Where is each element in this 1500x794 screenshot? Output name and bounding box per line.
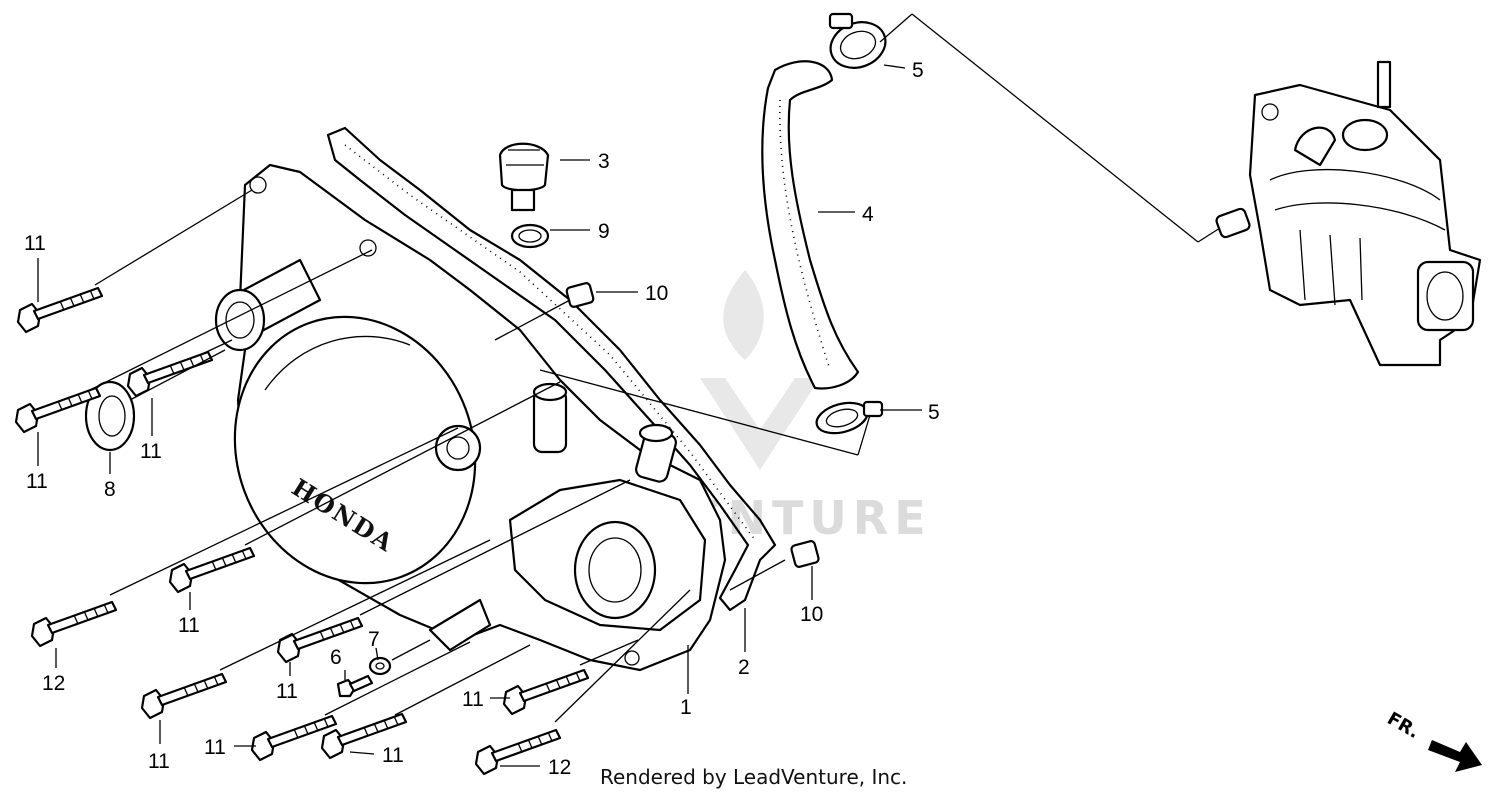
callout-2: 2	[738, 656, 750, 679]
leader-lines	[37, 64, 922, 767]
o-ring[interactable]	[510, 223, 550, 249]
bolt-11a[interactable]	[16, 286, 104, 334]
hose-clamp-upper[interactable]	[824, 12, 892, 75]
front-arrow-label: FR.	[1384, 708, 1423, 743]
gasket[interactable]	[326, 126, 777, 612]
callout-12-a: 12	[42, 672, 65, 695]
callout-9: 9	[598, 220, 610, 243]
clutch-cover[interactable]: HONDA	[198, 163, 727, 672]
small-bolt[interactable]	[336, 674, 374, 698]
callout-11-i: 11	[462, 688, 484, 711]
bolt-12a[interactable]	[30, 600, 118, 648]
bolt-11f[interactable]	[140, 672, 228, 720]
bolt-11i[interactable]	[502, 668, 590, 716]
callout-11-e: 11	[276, 680, 298, 703]
front-arrow-icon	[1428, 740, 1482, 772]
callout-11-a: 11	[24, 232, 46, 255]
callout-5-lower: 5	[928, 401, 940, 424]
front-arrow: FR.	[1384, 708, 1482, 772]
bolt-11e[interactable]	[276, 616, 364, 664]
callouts: 3 9 10 4 5 5 11 11 11 8 11 12 11 11 11 1…	[24, 59, 940, 779]
callout-7: 7	[368, 628, 380, 651]
dowel-pin-upper[interactable]	[565, 282, 595, 308]
callout-11-g: 11	[204, 736, 226, 759]
oil-filler-cap[interactable]	[498, 142, 550, 212]
bolt-11d[interactable]	[168, 546, 256, 594]
washer[interactable]	[368, 656, 392, 676]
callout-10-lower: 10	[800, 603, 823, 626]
callout-11-b: 11	[26, 470, 48, 493]
oil-seal[interactable]	[84, 380, 136, 452]
projection-lines	[89, 13, 1221, 723]
callout-10-upper: 10	[645, 282, 668, 305]
callout-4: 4	[862, 203, 874, 226]
callout-1: 1	[680, 696, 692, 719]
cylinder-assembly	[1215, 60, 1482, 367]
callout-11-f: 11	[148, 750, 170, 773]
bolt-11c[interactable]	[126, 350, 214, 398]
callout-12-b: 12	[548, 756, 571, 779]
callout-11-h: 11	[382, 744, 404, 767]
render-credit: Rendered by LeadVenture, Inc.	[600, 765, 907, 789]
callout-8: 8	[104, 478, 116, 501]
callout-5-upper: 5	[912, 59, 924, 82]
callout-3: 3	[598, 150, 610, 173]
callout-6: 6	[330, 646, 342, 669]
hose-clamp-lower[interactable]	[813, 398, 884, 439]
callout-11-d: 11	[178, 614, 200, 637]
water-hose[interactable]	[761, 60, 860, 390]
callout-11-c: 11	[140, 440, 162, 463]
dowel-pin-lower[interactable]	[790, 540, 820, 568]
